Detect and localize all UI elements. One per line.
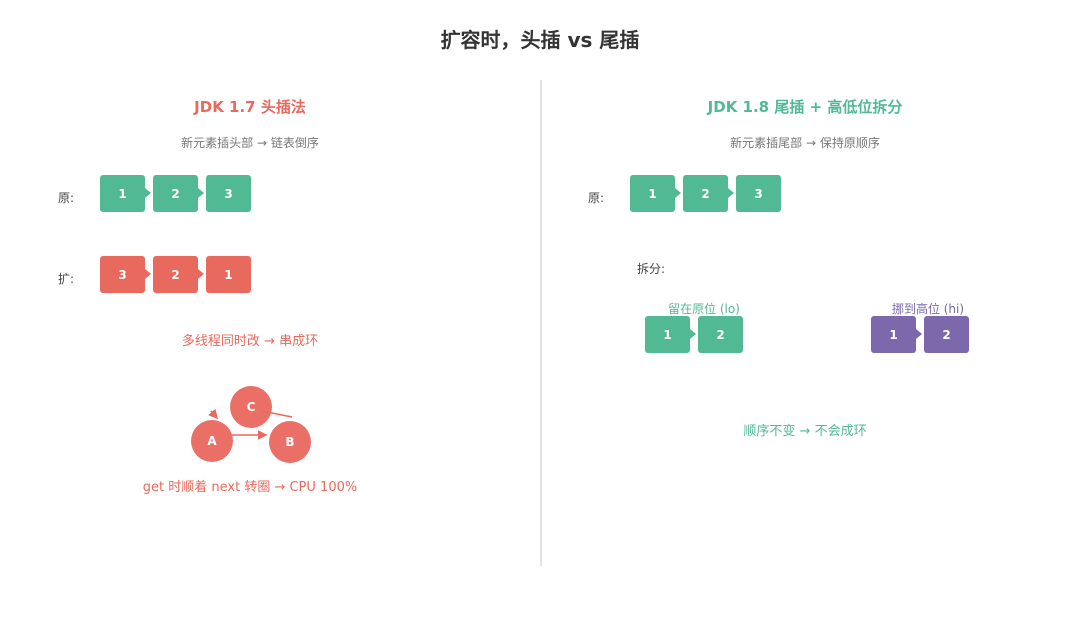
right-conclusion: 顺序不变 → 不会成环 xyxy=(743,424,867,439)
split-label: 拆分: xyxy=(637,262,666,276)
list-node: 1 xyxy=(100,175,145,212)
list-node: 1 xyxy=(630,175,675,212)
cycle-node xyxy=(191,420,233,462)
cycle-node-label: A xyxy=(207,434,217,448)
list-node: 2 xyxy=(924,316,969,353)
right-original-label: 原: xyxy=(588,191,605,205)
list-node: 1 xyxy=(645,316,690,353)
arrow-icon xyxy=(198,188,204,198)
left-subtitle: 新元素插头部 → 链表倒序 xyxy=(181,136,319,150)
arrow-icon xyxy=(198,269,204,279)
right-subtitle: 新元素插尾部 → 保持原顺序 xyxy=(730,136,880,150)
right-heading: JDK 1.8 尾插 + 高低位拆分 xyxy=(707,98,903,116)
arrow-icon xyxy=(145,269,151,279)
list-node: 3 xyxy=(736,175,781,212)
cycle-node xyxy=(230,386,272,428)
cycle-edge xyxy=(208,408,219,420)
list-node: 1 xyxy=(871,316,916,353)
arrow-icon xyxy=(675,188,681,198)
divider xyxy=(540,80,542,566)
list-node: 2 xyxy=(683,175,728,212)
left-original-label: 原: xyxy=(58,191,75,205)
list-node: 3 xyxy=(100,256,145,293)
cycle-node-label: B xyxy=(285,435,294,449)
arrow-icon xyxy=(728,188,734,198)
low-label: 留在原位 (lo) xyxy=(668,302,740,316)
left-heading: JDK 1.7 头插法 xyxy=(194,98,306,116)
cycle-node-label: C xyxy=(247,400,256,414)
left-caption: get 时顺着 next 转圈 → CPU 100% xyxy=(142,480,358,495)
cycle-node xyxy=(269,421,311,463)
cycle-edge xyxy=(261,410,293,418)
arrow-icon xyxy=(145,188,151,198)
page-title: 扩容时，头插 vs 尾插 xyxy=(440,28,640,52)
left-resized-label: 扩: xyxy=(58,272,75,286)
arrow-icon xyxy=(690,329,696,339)
list-node: 2 xyxy=(153,256,198,293)
high-label: 挪到高位 (hi) xyxy=(891,302,965,316)
list-node: 2 xyxy=(153,175,198,212)
list-node: 3 xyxy=(206,175,251,212)
list-node: 2 xyxy=(698,316,743,353)
list-node: 1 xyxy=(206,256,251,293)
cycle-diagram: C A B xyxy=(191,386,311,463)
arrow-icon xyxy=(916,329,922,339)
left-warning: 多线程同时改 → 串成环 xyxy=(181,334,319,349)
